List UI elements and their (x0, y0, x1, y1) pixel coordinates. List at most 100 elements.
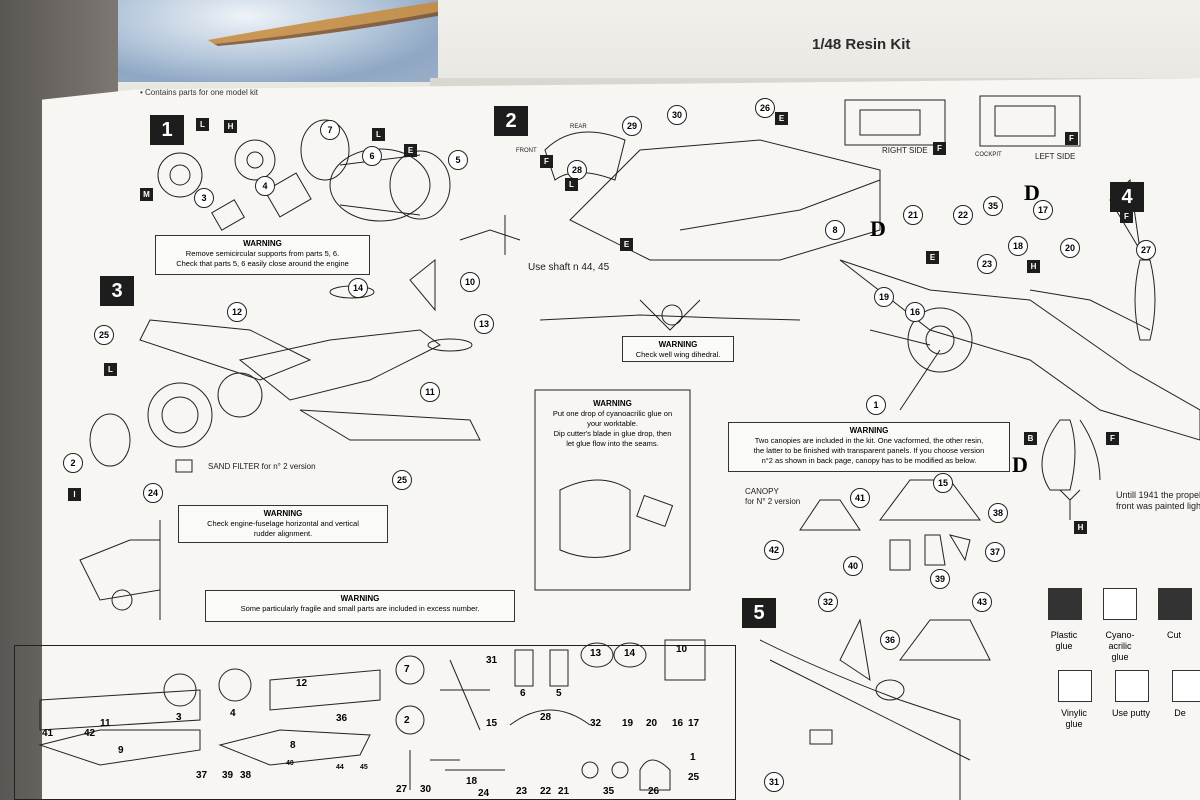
part-letter-tag: L (565, 178, 578, 191)
warning-excess-parts: WARNING Some particularly fragile and sm… (205, 590, 515, 622)
part-callout: 5 (448, 150, 468, 170)
vinyl-tube-icon (1058, 670, 1092, 702)
part-letter-tag: L (372, 128, 385, 141)
part-letter-tag: F (933, 142, 946, 155)
part-letter-tag: H (1027, 260, 1040, 273)
sprue-part-num: 12 (296, 678, 308, 689)
part-callout: 29 (622, 116, 642, 136)
shaft-note: Use shaft n 44, 45 (528, 262, 610, 273)
part-letter-tag: I (68, 488, 81, 501)
sprue-part-num: 1 (690, 752, 696, 763)
sprue-part-num: 26 (648, 786, 660, 797)
sprue-part-num: 18 (466, 776, 478, 787)
sprue-part-num: 11 (100, 718, 111, 729)
glue-tube-icon (1048, 588, 1082, 620)
part-callout: 25 (392, 470, 412, 490)
sprue-part-num: 28 (540, 712, 552, 723)
legend-cyano-glue: Cyano- acrilic glue (1105, 630, 1135, 662)
part-letter-tag: H (1074, 521, 1087, 534)
legend-use-putty: Use putty (1111, 708, 1151, 718)
warning-cyano: WARNING Put one drop of cyanoacrilic glu… (552, 399, 673, 448)
sprue-part-num: 6 (520, 688, 526, 699)
sprue-part-num: 38 (240, 770, 252, 781)
part-callout: 7 (320, 120, 340, 140)
sprue-part-num: 31 (486, 655, 498, 666)
part-callout: 39 (930, 569, 950, 589)
part-callout: 4 (255, 176, 275, 196)
cockpit-label: COCKPIT (975, 152, 1002, 158)
part-letter-tag: F (540, 155, 553, 168)
legend-plastic-glue: Plastic glue (1050, 630, 1078, 651)
part-callout: 40 (843, 556, 863, 576)
sprue-part-num: 42 (84, 728, 96, 739)
part-callout: 19 (874, 287, 894, 307)
box-contents-note: • Contains parts for one model kit (140, 88, 258, 97)
legend-vinylic-glue: Vinylic glue (1061, 708, 1087, 729)
step-3-badge: 3 (100, 276, 134, 306)
part-callout: 25 (94, 325, 114, 345)
sprue-part-num: 20 (646, 718, 658, 729)
part-letter-tag: H (224, 120, 237, 133)
part-callout: 14 (348, 278, 368, 298)
sprue-part-num: 24 (478, 788, 490, 799)
box-art-sky (118, 0, 448, 82)
part-callout: 22 (953, 205, 973, 225)
part-callout: 15 (933, 473, 953, 493)
sprue-part-num: 23 (516, 786, 528, 797)
step-4-badge: 4 (1110, 182, 1144, 212)
part-callout: 32 (818, 592, 838, 612)
sprue-part-num: 16 (672, 718, 684, 729)
part-callout: 20 (1060, 238, 1080, 258)
sprue-part-num: 36 (336, 713, 348, 724)
aircraft-wing-art (208, 0, 448, 46)
sprue-part-num: 32 (590, 718, 602, 729)
part-callout: 23 (977, 254, 997, 274)
sprue-part-num: 3 (176, 712, 182, 723)
part-letter-tag: L (104, 363, 117, 376)
part-callout: 27 (1136, 240, 1156, 260)
decal-d-marker: D (1012, 452, 1028, 477)
step-1-badge: 1 (150, 115, 184, 145)
sprue-part-num: 15 (486, 718, 498, 729)
sprue-part-num: 9 (118, 745, 124, 756)
warning-alignment: WARNING Check engine-fuselage horizontal… (178, 505, 388, 543)
warning-engine-supports: WARNING Remove semicircular supports fro… (155, 235, 370, 275)
propeller-note-line2: front was painted light (1116, 501, 1200, 511)
sprue-part-num: 5 (556, 688, 562, 699)
sprue-part-num: 30 (420, 784, 432, 795)
part-callout: 3 (194, 188, 214, 208)
canopy-version-label: for N° 2 version (745, 497, 801, 506)
part-callout: 18 (1008, 236, 1028, 256)
sprue-part-num: 22 (540, 786, 552, 797)
part-callout: 12 (227, 302, 247, 322)
part-callout: 42 (764, 540, 784, 560)
sprue-part-num: 10 (676, 644, 688, 655)
sprue-part-num: 39 (222, 770, 234, 781)
part-callout: 21 (903, 205, 923, 225)
sprue-part-num: 14 (624, 648, 636, 659)
sprue-part-num: 4 (230, 708, 236, 719)
sprue-part-num: 21 (558, 786, 570, 797)
part-callout: 10 (460, 272, 480, 292)
part-letter-tag: F (1106, 432, 1119, 445)
part-callout: 13 (474, 314, 494, 334)
part-callout: 24 (143, 483, 163, 503)
part-callout: 28 (567, 160, 587, 180)
cyano-icon (1103, 588, 1137, 620)
warning-canopies: WARNING Two canopies are included in the… (728, 422, 1010, 472)
step-5-badge: 5 (742, 598, 776, 628)
decal-d-marker: D (1024, 180, 1040, 205)
sprue-part-num: 27 (396, 784, 408, 795)
putty-icon (1115, 670, 1149, 702)
sprue-part-num: 40 (286, 760, 294, 767)
sand-filter-note: SAND FILTER for n° 2 version (208, 462, 316, 471)
sprue-part-num: 19 (622, 718, 634, 729)
part-callout: 43 (972, 592, 992, 612)
sprue-part-num: 17 (688, 718, 700, 729)
legend-drill: De (1174, 708, 1186, 718)
sprue-part-num: 13 (590, 648, 602, 659)
sprue-part-num: 25 (688, 772, 700, 783)
part-letter-tag: L (196, 118, 209, 131)
part-letter-tag: E (620, 238, 633, 251)
part-callout: 8 (825, 220, 845, 240)
